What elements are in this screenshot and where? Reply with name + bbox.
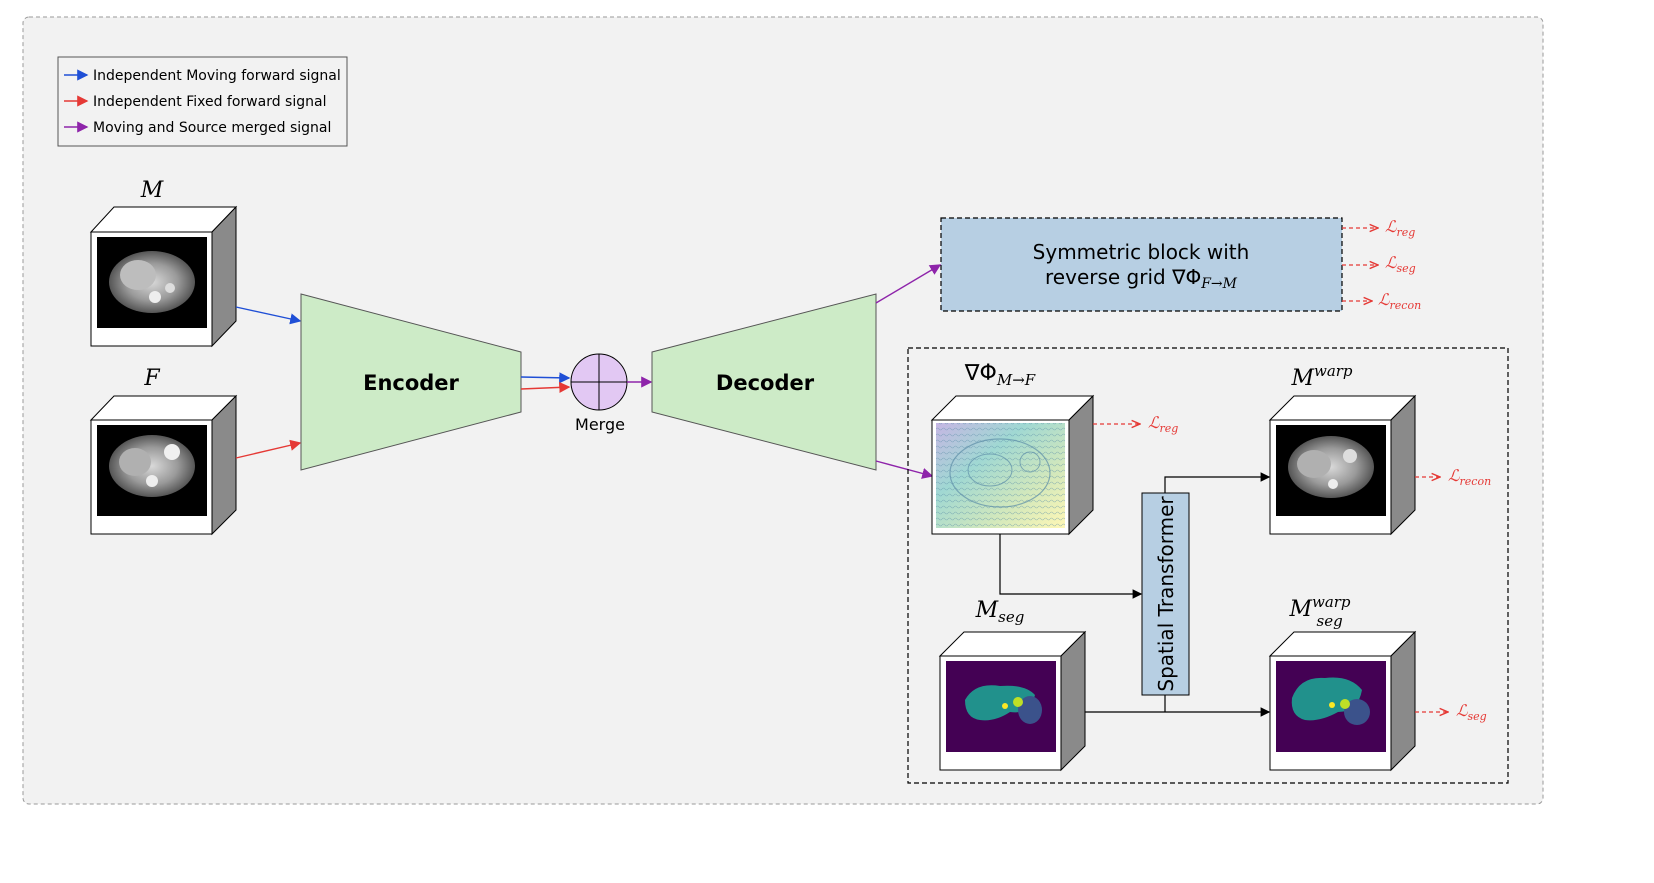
legend-item-fixed: Independent Fixed forward signal (93, 94, 326, 110)
fixed-label: F (143, 366, 160, 391)
merge-label: Merge (575, 415, 625, 434)
spatial-transformer-label: Spatial Transformer (1154, 496, 1178, 692)
encoder-label: Encoder (363, 371, 459, 395)
fixed-to-encoder-arrow (235, 439, 302, 459)
moving-label: M (140, 178, 164, 203)
loss-warp-recon: ℒrecon (1448, 466, 1491, 488)
decoder-block (651, 293, 877, 471)
symmetric-block-line1: Symmetric block with (1033, 240, 1250, 264)
warped-seg-cube (1268, 630, 1417, 772)
loss-top-reg: ℒreg (1385, 217, 1415, 239)
moving-seg-cube (938, 630, 1087, 772)
encoder-block (300, 293, 522, 471)
moving-to-encoder-arrow (235, 306, 302, 325)
decoder-label: Decoder (716, 371, 815, 395)
loss-seg-warp: ℒseg (1456, 701, 1487, 723)
legend: Independent Moving forward signal Indepe… (57, 56, 348, 147)
loss-top-recon: ℒrecon (1378, 290, 1421, 312)
encoder-to-merge-red (520, 381, 571, 394)
merge-node (570, 353, 628, 411)
encoder-to-merge-blue (520, 372, 571, 384)
decoder-to-grid-arrow (875, 460, 934, 479)
grid-label: ∇ΦM→F (964, 361, 1036, 389)
symmetric-block-line2: reverse grid ∇ΦF→M (1045, 265, 1238, 292)
loss-grid-reg: ℒreg (1148, 413, 1178, 435)
legend-item-merged: Moving and Source merged signal (93, 120, 331, 136)
transformer-to-mwarp-arrow (1164, 472, 1271, 493)
warped-image-cube (1268, 394, 1417, 536)
legend-item-moving: Independent Moving forward signal (93, 68, 341, 84)
grid-to-transformer-arrow (999, 534, 1143, 599)
moving-image-cube (89, 205, 238, 348)
deformation-grid-cube (930, 394, 1095, 536)
symmetric-block (940, 217, 1343, 312)
loss-top-seg: ℒseg (1385, 253, 1416, 275)
mwarp-label: Mwarp (1290, 362, 1352, 391)
fixed-image-cube (89, 394, 238, 536)
mseg-label: Mseg (975, 598, 1025, 626)
decoder-to-symmetric-arrow (875, 264, 942, 304)
output-panel (907, 347, 1509, 784)
